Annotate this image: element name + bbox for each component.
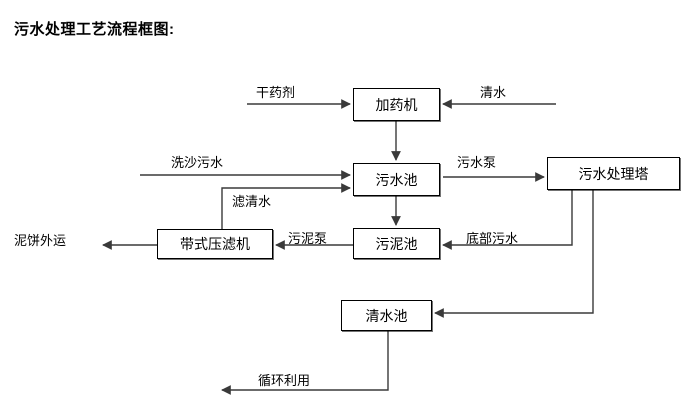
node-sludge-pool[interactable]: 污泥池 [353,228,440,259]
node-treatment-tower[interactable]: 污水处理塔 [547,157,680,190]
node-dosing-machine[interactable]: 加药机 [353,88,440,121]
edge-label-sludge-pump: 污泥泵 [288,231,328,246]
page-title: 污水处理工艺流程框图: [14,21,175,38]
edge-belt-filter-press-to-sewage-pool [221,183,351,229]
terminal-label-dry-chemical: 干药剂 [256,85,296,100]
node-label-dosing-machine: 加药机 [375,96,418,113]
node-belt-filter-press[interactable]: 带式压滤机 [157,229,273,259]
edge-treatment-tower-to-clear-water-pool [434,190,594,318]
edge-label-filtrate: 滤清水 [232,194,272,209]
edge-treatment-tower-to-sludge-pool [442,190,573,250]
edge-label-recycling: 循环利用 [258,373,311,388]
node-label-clear-water-pool: 清水池 [365,307,408,324]
edge-clear-water-pool-to-recycling [221,331,389,395]
edge-label-sewage-pump: 污水泵 [457,155,497,170]
node-sewage-pool[interactable]: 污水池 [353,163,440,196]
terminal-label-sand-wash-water: 洗沙污水 [171,155,224,170]
node-label-sludge-pool: 污泥池 [375,235,418,252]
edge-label-bottom-sewage: 底部污水 [466,231,519,246]
terminal-label-mud-cake-out: 泥饼外运 [14,233,67,248]
node-label-sewage-pool: 污水池 [375,171,418,188]
node-label-treatment-tower: 污水处理塔 [578,165,649,182]
node-label-belt-filter-press: 带式压滤机 [180,236,250,252]
terminal-label-clean-water: 清水 [480,85,507,100]
node-clear-water-pool[interactable]: 清水池 [341,300,432,331]
